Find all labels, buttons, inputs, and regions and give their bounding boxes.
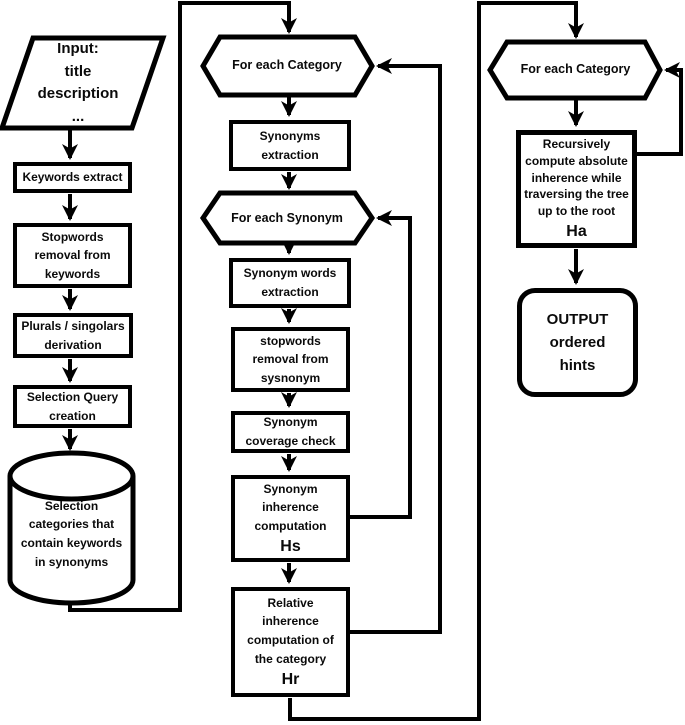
hexagon-for-each-synonym — [199, 190, 376, 246]
selection-query-box: Selection Query creation — [13, 385, 132, 428]
database-cylinder-body — [7, 476, 136, 606]
relative-inherence-symbol: Hr — [281, 671, 300, 689]
input-label: Input: title description ... — [37, 40, 119, 125]
for-each-category-label: For each Category — [232, 58, 342, 73]
hexagon-for-each-category-2 — [487, 39, 663, 101]
keywords-extract-box: Keywords extract — [13, 162, 132, 193]
feedback-hr-to-category-loop — [346, 58, 442, 634]
absolute-inherence-box: Recursively compute absolute inherence w… — [516, 130, 637, 248]
output-hints-box: OUTPUT ordered hints — [517, 288, 638, 397]
absolute-inherence-text: Recursively compute absolute inherence w… — [524, 137, 629, 219]
synonym-coverage-check-box: Synonym coverage check — [231, 411, 350, 453]
absolute-inherence-symbol: Ha — [566, 222, 587, 240]
relative-inherence-text: Relative inherence computation of the ca… — [247, 595, 334, 666]
for-each-synonym-label: For each Synonym — [231, 210, 343, 225]
stopwords-removal-synonym-box: stopwords removal from sysnonym — [231, 327, 350, 392]
input-parallelogram — [0, 35, 167, 131]
connector-hr-to-output-loop — [288, 1, 584, 721]
stopwords-removal-box: Stopwords removal from keywords — [13, 223, 132, 288]
feedback-hs-to-synonym-loop — [346, 210, 412, 519]
connector-db-to-category-loop — [68, 1, 297, 612]
relative-inherence-box: Relative inherence computation of the ca… — [231, 587, 350, 697]
synonyms-extraction-box: Synonyms extraction — [229, 120, 351, 171]
hexagon-for-each-category — [200, 34, 375, 98]
plurals-derivation-box: Plurals / singolars derivation — [13, 313, 133, 358]
synonym-inherence-symbol: Hs — [280, 538, 301, 556]
synonym-inherence-text: Synonym inherence computation — [254, 481, 327, 533]
synonym-words-extraction-box: Synonym words extraction — [229, 258, 351, 308]
feedback-ha-to-category2-loop — [634, 62, 683, 156]
synonym-inherence-box: Synonym inherence computation Hs — [231, 475, 350, 562]
for-each-category-2-label: For each Category — [520, 62, 631, 77]
database-cylinder-top — [7, 450, 136, 502]
selection-db-label: Selection categories that contain keywor… — [20, 498, 123, 569]
